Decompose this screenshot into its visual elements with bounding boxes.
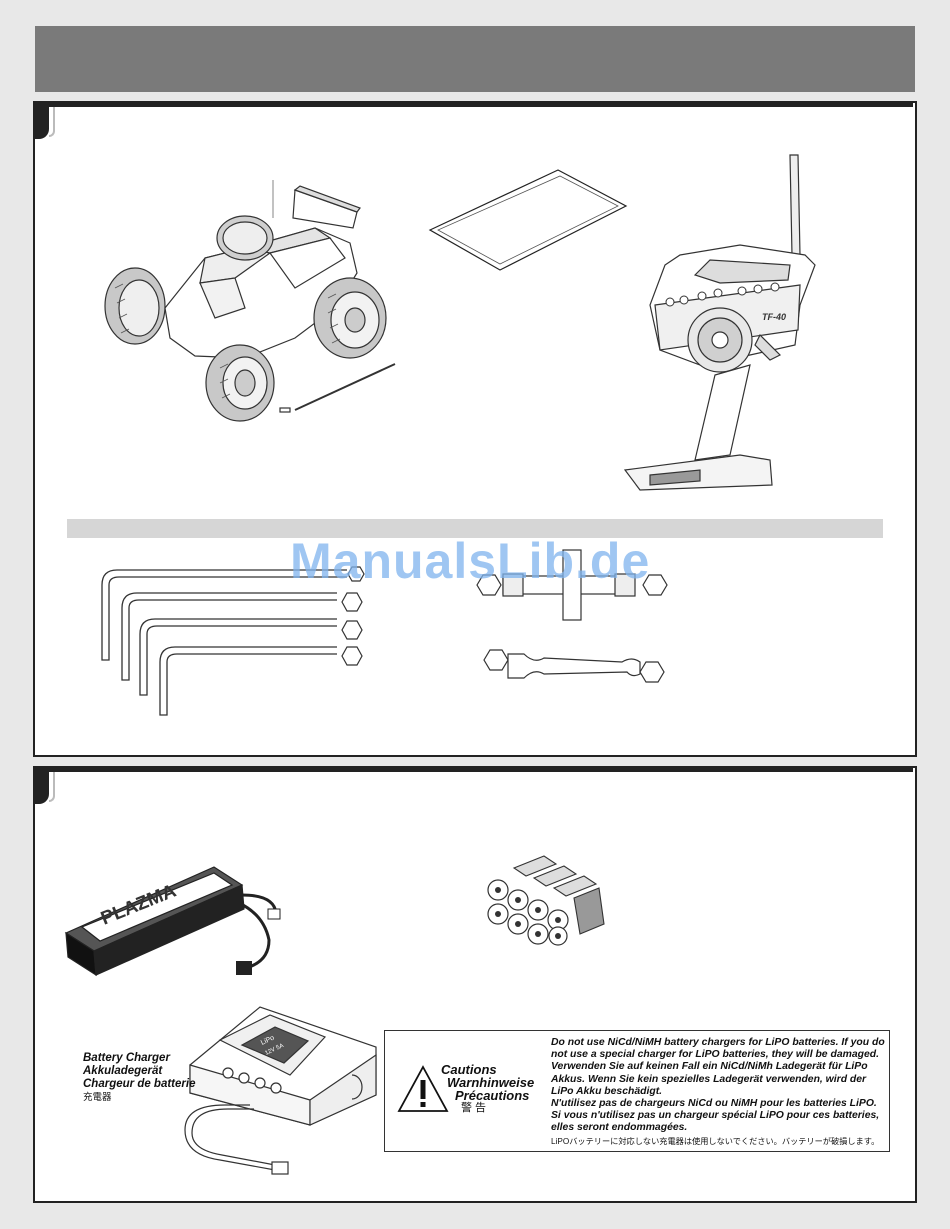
charger-label-de: Akkuladegerät: [83, 1065, 163, 1077]
transmitter-model-label: TF-40: [762, 312, 786, 322]
panel-tab: [33, 766, 55, 804]
caution-title-fr: Précautions: [455, 1088, 530, 1103]
lipo-battery-pack: PLAZMA: [64, 866, 281, 977]
monster-truck-illustration: [104, 180, 396, 422]
charger-label-fr: Chargeur de batterie: [83, 1078, 196, 1090]
caution-text-jp: LiPOバッテリーに対応しない充電器は使用しないでください。バッテリーが破損しま…: [551, 1136, 880, 1146]
lipo-caution-box: Cautions Warnhinweise Précautions 警 告 Do…: [384, 1030, 890, 1152]
battery-charger-illustration: LiPo 12V 5A: [184, 1006, 377, 1175]
charger-label-jp: 充電器: [83, 1092, 112, 1103]
watermark: ManualsLib.de: [290, 533, 651, 589]
panel-tab: [33, 101, 55, 139]
transmitter-illustration: TF-40: [623, 154, 816, 491]
cross-wrench: [476, 549, 668, 621]
caution-title-de: Warnhinweise: [447, 1075, 535, 1090]
open-end-wrench: [483, 649, 665, 683]
warning-icon: [397, 1065, 449, 1112]
charger-label-en: Battery Charger: [83, 1052, 170, 1064]
decal-sheet: [428, 169, 628, 271]
battery-charger-label: Battery Charger Akkuladegerät Chargeur d…: [83, 1052, 195, 1104]
tools-section-bar: [67, 519, 883, 538]
caution-text-en: Do not use NiCd/NiMH battery chargers fo…: [551, 1037, 885, 1061]
caution-text: Do not use NiCd/NiMH battery chargers fo…: [551, 1037, 887, 1148]
page-header-bar: [35, 26, 915, 92]
caution-title-en: Cautions: [441, 1062, 497, 1077]
caution-text-de: Verwenden Sie auf keinen Fall ein NiCd/N…: [551, 1061, 868, 1097]
caution-title: Cautions Warnhinweise Précautions 警 告: [441, 1063, 534, 1115]
hex-wrench-set: [101, 566, 365, 716]
caution-title-jp: 警 告: [461, 1102, 487, 1114]
caution-text-fr: N'utilisez pas de chargeurs NiCd ou NiMH…: [551, 1098, 880, 1134]
aa-batteries: [487, 855, 605, 946]
